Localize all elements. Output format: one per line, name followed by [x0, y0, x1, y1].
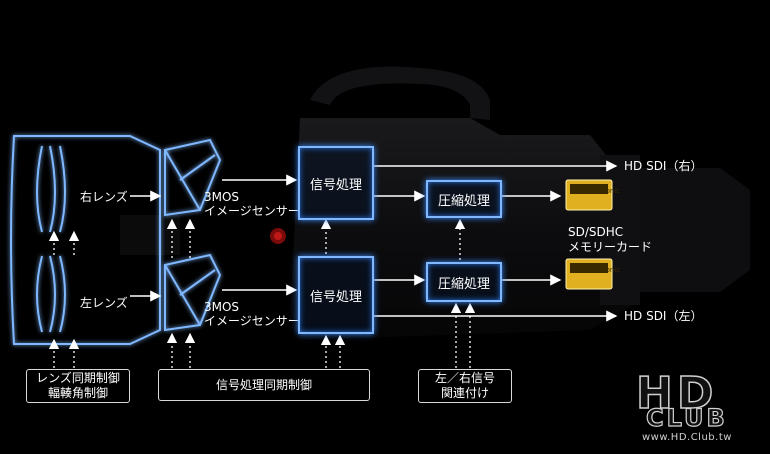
sensor-top-line2: イメージセンサー [204, 204, 300, 218]
compression-bottom: 圧縮処理 [426, 262, 502, 302]
hd-sdi-left-label: HD SDI（左） [624, 309, 703, 323]
compression-top: 圧縮処理 [426, 180, 502, 218]
sensor-top-line1: 3MOS [204, 190, 240, 204]
signal-processing-bottom: 信号処理 [298, 256, 374, 334]
sd-card-top [565, 179, 613, 211]
signal-sync-control-box: 信号処理同期制御 [158, 369, 370, 401]
card-brand-bottom: Panasonic [585, 266, 621, 274]
sensor-bottom-line1: 3MOS [204, 300, 240, 314]
lens-barrel [10, 135, 161, 345]
left-lens-label: 左レンズ [80, 296, 128, 310]
prism-bottom [164, 253, 222, 332]
control-arrows [48, 218, 476, 368]
card-brand-top: Panasonic [585, 187, 621, 195]
hdclub-logo: HD CLUB www.HD.Club.tw [628, 367, 760, 446]
lr-signal-line1: 左／右信号 [434, 371, 495, 385]
lens-sync-control-box: レンズ同期制御 輻輳角制御 [26, 369, 130, 403]
sd-card-bottom [565, 258, 613, 290]
right-lens-label: 右レンズ [80, 190, 128, 204]
lens-sync-line1: レンズ同期制御 [36, 371, 120, 385]
lens-sync-line2: 輻輳角制御 [47, 386, 108, 400]
logo-url-text: www.HD.Club.tw [642, 432, 732, 443]
sd-card-label-line1: SD/SDHC [568, 225, 624, 239]
sd-card-label: SD/SDHC メモリーカード [568, 225, 652, 255]
signal-arrows [130, 160, 618, 322]
sensor-bottom-label: 3MOS イメージセンサー [204, 300, 300, 328]
hd-sdi-right-label: HD SDI（右） [624, 159, 703, 173]
logo-club-text: CLUB [645, 403, 728, 432]
signal-processing-top: 信号処理 [298, 146, 374, 220]
sensor-top-label: 3MOS イメージセンサー [204, 190, 300, 218]
lr-signal-line2: 関連付け [440, 386, 489, 400]
lr-signal-control-box: 左／右信号 関連付け [418, 369, 512, 403]
sensor-bottom-line2: イメージセンサー [204, 314, 300, 328]
sd-card-label-line2: メモリーカード [568, 240, 653, 254]
prism-top [164, 138, 222, 217]
logo-hd-text: HD [635, 367, 718, 420]
